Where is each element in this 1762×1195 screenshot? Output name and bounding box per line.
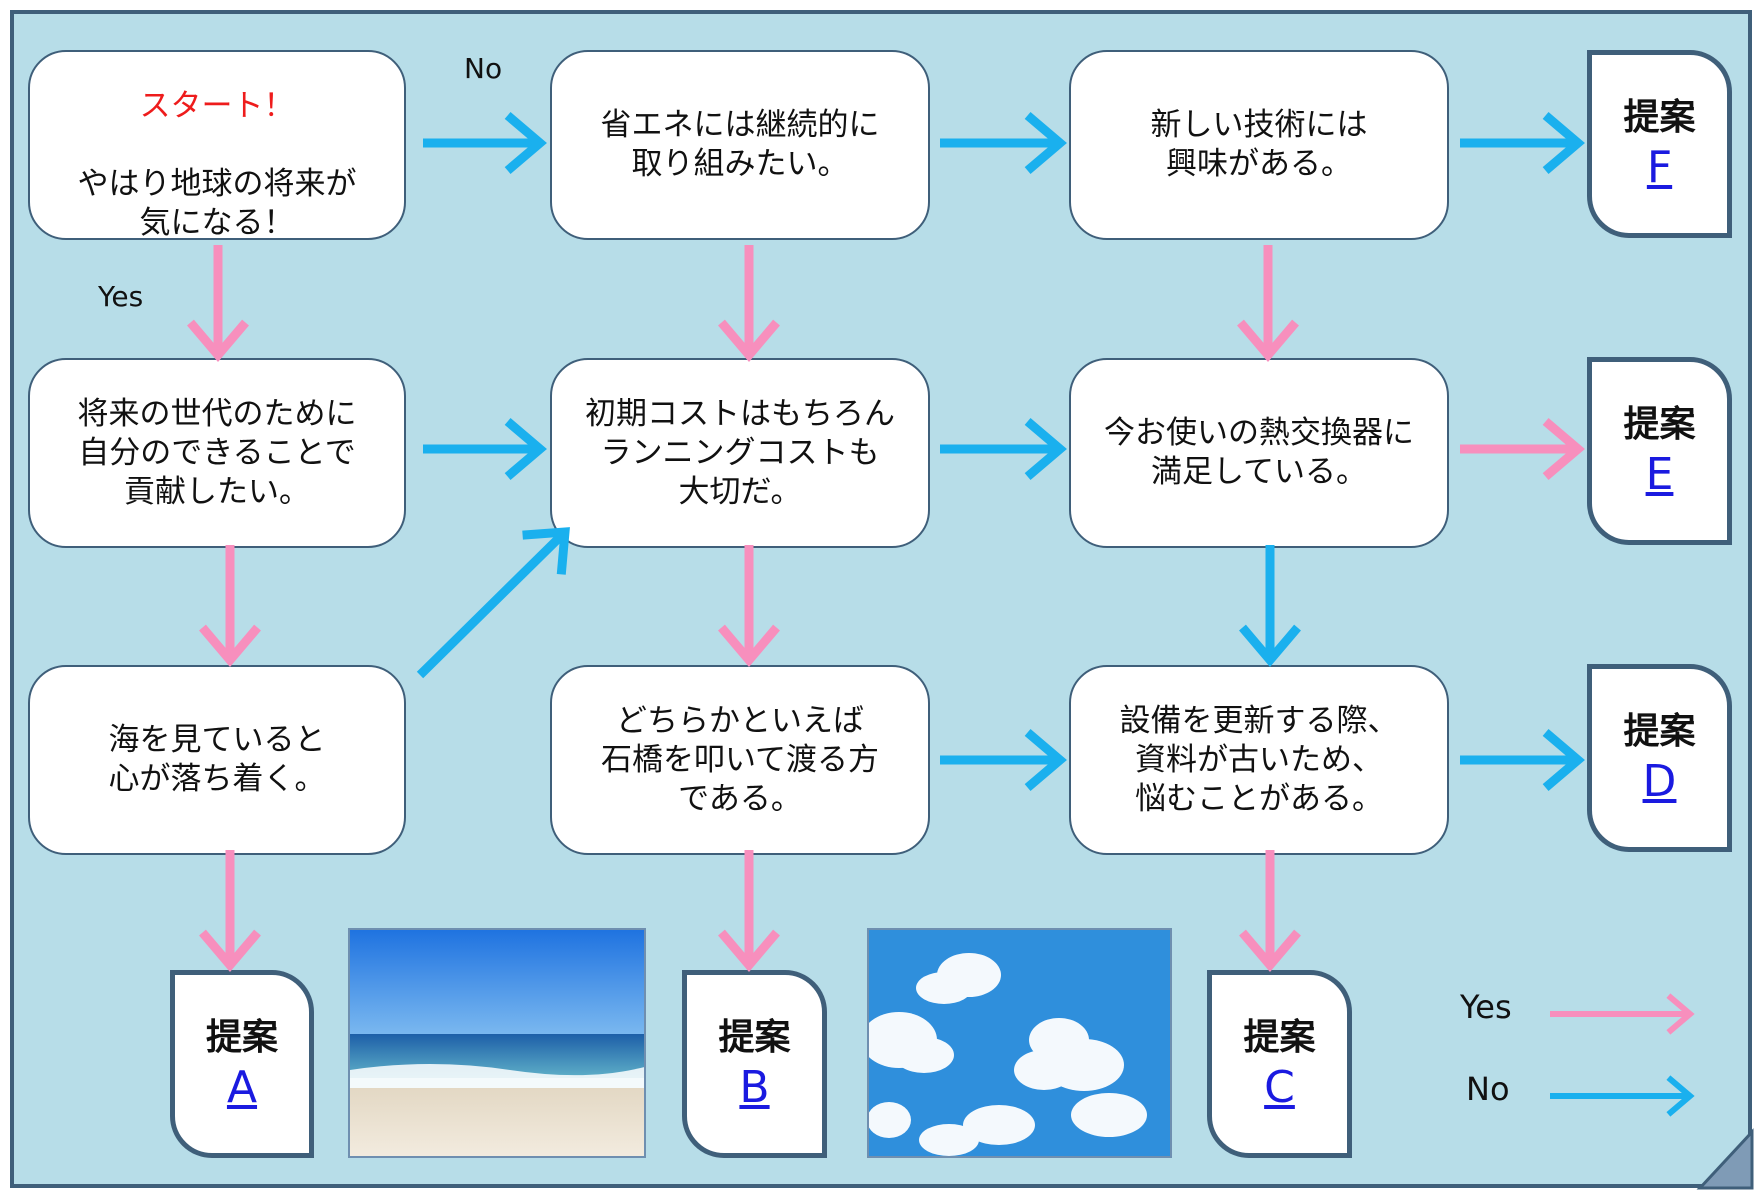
question-careful: どちらかといえば 石橋を叩いて渡る方 である。	[550, 665, 930, 855]
arrow-sea-to-cost	[416, 527, 570, 679]
arrow-sea-to-a	[199, 850, 261, 972]
proposal-a-card: 提案 A	[170, 970, 314, 1158]
arrow-update-to-c	[1239, 850, 1301, 972]
arrow-tech-to-satisfied	[1237, 245, 1299, 362]
proposal-f-link[interactable]: F	[1646, 142, 1673, 193]
proposal-f-card: 提案 F	[1587, 50, 1732, 238]
question-satisfied: 今お使いの熱交換器に 満足している。	[1069, 358, 1449, 548]
legend-no-label: No	[1466, 1070, 1510, 1108]
proposal-e-title: 提案	[1623, 404, 1696, 445]
arrow-start-to-energy	[423, 112, 547, 174]
arrow-careful-to-b	[718, 850, 780, 972]
proposal-e-link[interactable]: E	[1645, 449, 1674, 500]
beach-photo	[348, 928, 646, 1158]
proposal-d-title: 提案	[1623, 711, 1696, 752]
arrow-energy-to-cost	[718, 245, 780, 362]
arrow-satisfied-to-e	[1460, 418, 1585, 480]
question-update-equipment: 設備を更新する際、 資料が古いため、 悩むことがある。	[1069, 665, 1449, 855]
question-energy-saving: 省エネには継続的に 取り組みたい。	[550, 50, 930, 240]
arrow-tech-to-f	[1460, 112, 1585, 174]
sky-image	[869, 930, 1170, 1156]
start-heading: スタート！	[139, 87, 295, 124]
proposal-e-card: 提案 E	[1587, 357, 1732, 545]
proposal-b-card: 提案 B	[682, 970, 827, 1158]
sky-clouds-photo	[867, 928, 1172, 1158]
arrow-cost-to-satisfied	[940, 418, 1067, 480]
beach-image	[350, 930, 644, 1156]
question-cost: 初期コストはもちろん ランニングコストも 大切だ。	[550, 358, 930, 548]
legend-no-arrow	[1550, 1075, 1695, 1117]
proposal-b-title: 提案	[718, 1017, 791, 1058]
no-label: No	[464, 52, 503, 85]
arrow-update-to-d	[1460, 729, 1585, 791]
question-sea: 海を見ていると 心が落ち着く。	[28, 665, 406, 855]
arrow-careful-to-update	[940, 729, 1067, 791]
start-box: スタート！ やはり地球の将来が 気になる！	[28, 50, 406, 241]
yes-label: Yes	[98, 280, 144, 313]
proposal-c-title: 提案	[1243, 1017, 1316, 1058]
arrow-future-to-cost	[423, 418, 547, 480]
proposal-d-card: 提案 D	[1587, 664, 1732, 852]
proposal-d-link[interactable]: D	[1642, 756, 1677, 807]
arrow-start-to-future	[187, 245, 249, 362]
page-curl-corner	[1696, 1128, 1754, 1190]
proposal-f-title: 提案	[1623, 97, 1696, 138]
question-new-tech: 新しい技術には 興味がある。	[1069, 50, 1449, 240]
arrow-future-to-sea	[199, 545, 261, 667]
arrow-cost-to-careful	[718, 545, 780, 667]
legend-yes-arrow	[1550, 993, 1695, 1035]
legend-yes-label: Yes	[1460, 988, 1512, 1026]
proposal-b-link[interactable]: B	[739, 1062, 770, 1113]
proposal-c-card: 提案 C	[1207, 970, 1352, 1158]
question-future-generations: 将来の世代のために 自分のできることで 貢献したい。	[28, 358, 406, 548]
proposal-a-link[interactable]: A	[226, 1062, 258, 1113]
proposal-c-link[interactable]: C	[1264, 1062, 1295, 1113]
proposal-a-title: 提案	[205, 1017, 278, 1058]
arrow-energy-to-tech	[940, 112, 1067, 174]
start-question: やはり地球の将来が 気になる！	[77, 165, 357, 241]
arrow-satisfied-to-update	[1239, 545, 1301, 667]
